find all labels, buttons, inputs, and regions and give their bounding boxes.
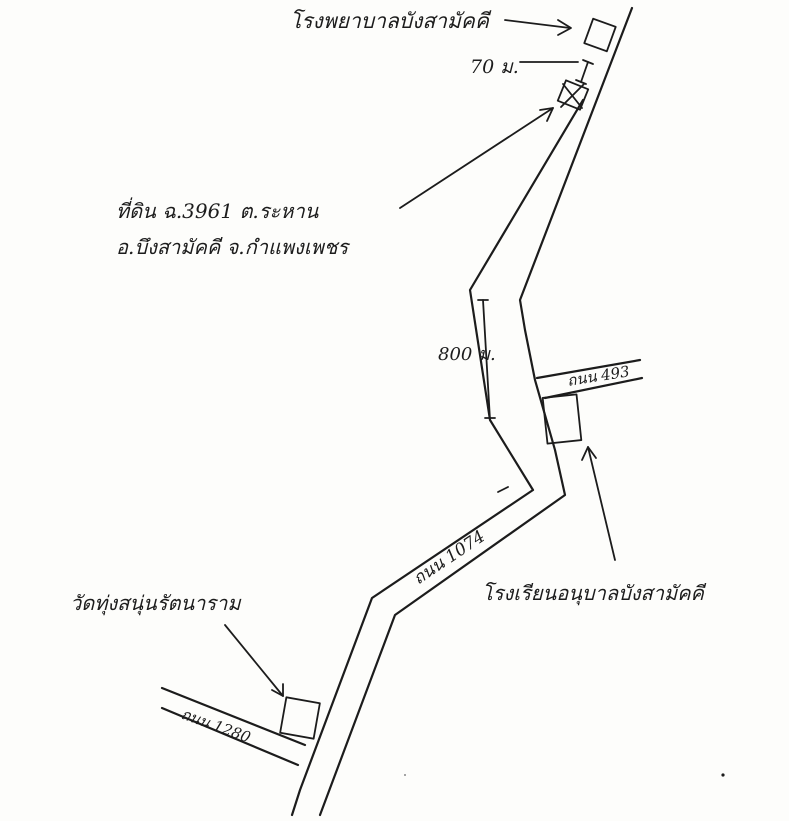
temple-arrow xyxy=(224,624,284,697)
land-parcel-label-line1: ที่ดิน ฉ.3961 ต.ระหาน xyxy=(116,197,320,223)
road-493-top-edge xyxy=(535,358,642,380)
main-road-right-edge xyxy=(318,6,634,817)
hospital-arrow xyxy=(504,19,572,36)
road-493-label: ถนน 493 xyxy=(566,362,631,390)
paper-speck xyxy=(404,774,406,776)
road-493-bottom-edge xyxy=(543,376,644,400)
land-parcel-marker xyxy=(556,79,590,111)
distance-800-marker xyxy=(477,299,496,421)
hospital-building xyxy=(583,17,617,53)
school-building xyxy=(541,393,583,445)
temple-label: วัดทุ่งสนุ่นรัตนาราม xyxy=(70,591,242,616)
land-parcel-arrow xyxy=(399,107,554,209)
road-493-branch xyxy=(535,358,644,400)
school-arrow xyxy=(581,446,616,561)
distance-70-label: 70 ม. xyxy=(470,56,519,78)
road-1280-label: ถนน 1280 xyxy=(179,705,254,747)
distance-70-marker xyxy=(575,59,594,85)
road-1280-bottom-edge xyxy=(160,706,300,767)
road-1280-branch xyxy=(160,686,307,767)
distance-800-label: 800 ม. xyxy=(438,344,496,365)
main-road-left-edge xyxy=(290,98,585,817)
paper-speck xyxy=(721,773,725,777)
road-1280-top-edge xyxy=(160,686,307,747)
temple-building xyxy=(279,696,321,740)
road-tick-mark xyxy=(497,486,509,493)
school-label: โรงเรียนอนุบาลบังสามัคคี xyxy=(482,581,707,606)
hospital-label: โรงพยาบาลบังสามัคคี xyxy=(290,9,492,33)
land-parcel-label-line2: อ.บึงสามัคคี จ.กำแพงเพชร xyxy=(116,235,350,259)
main-road-1074 xyxy=(290,6,634,817)
